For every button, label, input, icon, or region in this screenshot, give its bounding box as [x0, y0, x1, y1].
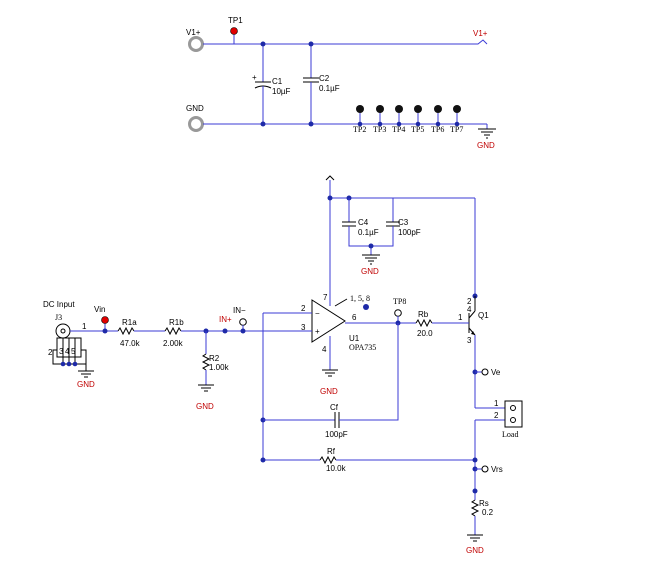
opamp-pin6: 6	[352, 313, 357, 322]
tp7-label: TP7	[450, 125, 463, 134]
j3-connector[interactable]	[55, 323, 71, 339]
input-section: DC Input J3 2 3 4 5 GND 1 Vin R1a 47.0k	[43, 300, 305, 411]
v1-left-label: V1+	[186, 28, 201, 37]
cf-value: 100pF	[325, 430, 348, 439]
tp8-label: TP8	[393, 297, 406, 306]
j3-pin2: 2	[48, 348, 53, 357]
rf-value: 10.0k	[326, 464, 347, 473]
r1a-name: R1a	[122, 318, 137, 327]
load-connector[interactable]	[504, 400, 523, 428]
opamp-minus-sign: −	[315, 309, 320, 318]
power-section: V1+ GND V1+ TP1 + C1 10µF C2 0.1µF	[186, 16, 496, 150]
load-label: Load	[502, 430, 518, 439]
r1b-name: R1b	[169, 318, 184, 327]
tp2-testpoint[interactable]	[356, 105, 364, 113]
rf-name: Rf	[327, 447, 336, 456]
gnd-label-r2: GND	[196, 402, 214, 411]
rs-value: 0.2	[482, 508, 494, 517]
j3-pin4: 4	[65, 347, 70, 356]
load-pin1: 1	[494, 399, 499, 408]
gnd-terminal-label: GND	[186, 104, 204, 113]
c2-name: C2	[319, 74, 330, 83]
vrs-testpoint[interactable]	[481, 465, 489, 473]
j3-pin3: 3	[59, 347, 64, 356]
j3-pin5: 5	[71, 347, 76, 356]
tp8-testpoint[interactable]	[394, 309, 402, 317]
output-section: 2 4 1 Q1 3 Ve 1 2 Load Vrs	[458, 198, 523, 555]
q1-pin2: 2	[467, 297, 472, 306]
c1-name: C1	[272, 77, 283, 86]
vrs-label: Vrs	[491, 465, 503, 474]
q1-pin4: 4	[467, 305, 472, 314]
c2-value: 0.1µF	[319, 84, 340, 93]
v1-right-label: V1+	[473, 29, 488, 38]
c3-name: C3	[398, 218, 409, 227]
opamp-u1: − + 2 3 7 1, 5, 8 4 GND 6 U1 OPA735 TP8	[260, 293, 475, 473]
tp1-label: TP1	[228, 16, 243, 25]
gnd-label-opamp: GND	[320, 387, 338, 396]
v1-terminal[interactable]	[188, 36, 204, 52]
j3-pin1: 1	[82, 322, 87, 331]
tp6-label: TP6	[431, 125, 444, 134]
opamp-pin2: 2	[301, 304, 306, 313]
opamp-pin7: 7	[323, 293, 328, 302]
gnd-label-input: GND	[77, 380, 95, 389]
opamp-pin4: 4	[322, 345, 327, 354]
rs-name: Rs	[479, 499, 489, 508]
c4-value: 0.1µF	[358, 228, 379, 237]
q1-label: Q1	[478, 311, 489, 320]
j3-label: J3	[55, 313, 62, 322]
gnd-label-output: GND	[466, 546, 484, 555]
gnd-terminal[interactable]	[188, 116, 204, 132]
q1-pin1: 1	[458, 313, 463, 322]
rb-value: 20.0	[417, 329, 433, 338]
gnd-label-power: GND	[477, 141, 495, 150]
opamp-pin3: 3	[301, 323, 306, 332]
tp7-testpoint[interactable]	[453, 105, 461, 113]
rb-name: Rb	[418, 310, 429, 319]
u1-label: U1	[349, 334, 360, 343]
tp5-testpoint[interactable]	[414, 105, 422, 113]
c1-plus: +	[252, 73, 257, 82]
opamp-supply: C4 0.1µF C3 100pF GND	[325, 175, 475, 306]
in-minus-testpoint[interactable]	[239, 318, 247, 326]
tp2-label: TP2	[353, 125, 366, 134]
r1a-value: 47.0k	[120, 339, 141, 348]
load-pin2: 2	[494, 411, 499, 420]
vin-testpoint[interactable]	[101, 316, 109, 324]
tp5-label: TP5	[411, 125, 424, 134]
opamp-triangle[interactable]	[311, 299, 346, 343]
c3-value: 100pF	[398, 228, 421, 237]
tp3-testpoint[interactable]	[376, 105, 384, 113]
ve-label: Ve	[491, 368, 501, 377]
r2-name: R2	[209, 354, 220, 363]
ve-testpoint[interactable]	[481, 368, 489, 376]
in-plus-label: IN+	[219, 315, 232, 324]
cf-name: Cf	[330, 403, 339, 412]
r2-value: 1.00k	[209, 363, 230, 372]
opamp-plus-sign: +	[315, 327, 320, 336]
u1-part: OPA735	[349, 343, 376, 352]
tp4-label: TP4	[392, 125, 405, 134]
ground-testpoints: TP2 TP3 TP4 TP5 TP6 TP7	[353, 105, 463, 134]
c1-value: 10µF	[272, 87, 291, 96]
tp4-testpoint[interactable]	[395, 105, 403, 113]
gnd-label-decoupling: GND	[361, 267, 379, 276]
q1-pin3: 3	[467, 336, 472, 345]
tp6-testpoint[interactable]	[434, 105, 442, 113]
opamp-pins-158: 1, 5, 8	[350, 294, 370, 303]
c4-name: C4	[358, 218, 369, 227]
in-minus-label: IN−	[233, 306, 246, 315]
r1b-value: 2.00k	[163, 339, 184, 348]
dc-input-label: DC Input	[43, 300, 75, 309]
ground-symbol-power: GND	[477, 124, 496, 150]
tp1-testpoint[interactable]	[230, 27, 238, 35]
vin-label: Vin	[94, 305, 105, 314]
tp3-label: TP3	[373, 125, 386, 134]
